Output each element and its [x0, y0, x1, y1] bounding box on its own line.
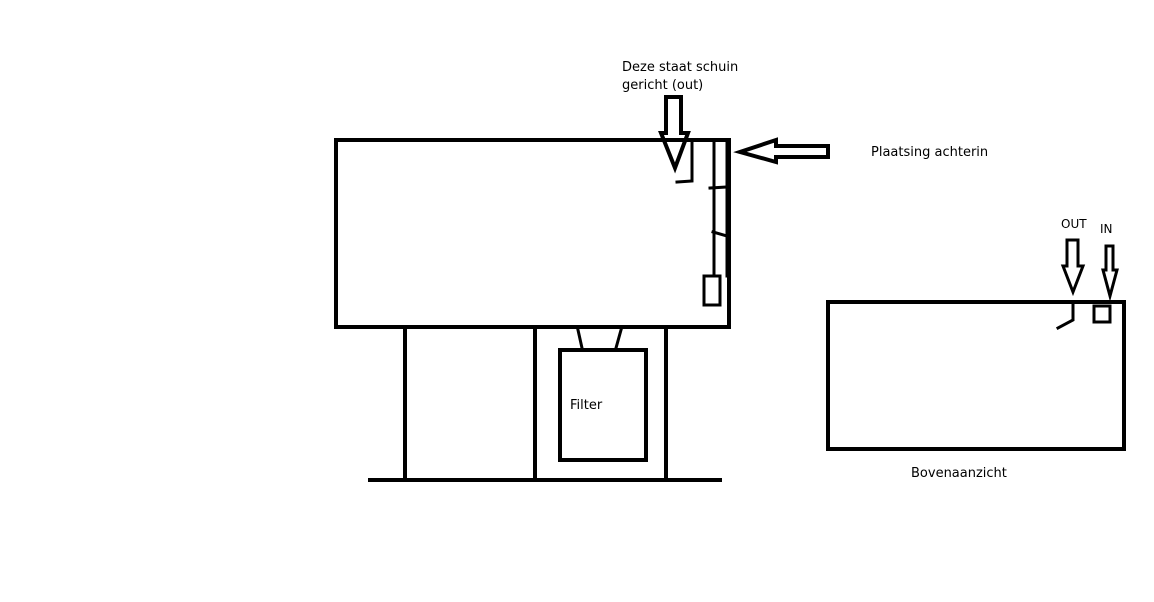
top-view-outlet-pipe — [1055, 303, 1075, 331]
top-view-inlet-square — [1092, 304, 1112, 324]
down-arrow-outlet-icon — [658, 95, 691, 174]
inlet-pipe-clip-1 — [708, 185, 729, 190]
left-arrow-placement-icon — [733, 137, 830, 165]
down-arrow-in-icon — [1101, 244, 1119, 302]
inlet-strainer — [702, 274, 722, 307]
outlet-angle-note-line-2: gericht (out) — [622, 78, 704, 93]
out-label: OUT — [1061, 217, 1087, 231]
outlet-pipe — [675, 140, 694, 184]
down-arrow-out-icon — [1060, 238, 1086, 297]
in-label: IN — [1100, 222, 1113, 236]
filter-hose-right — [614, 328, 623, 350]
aquarium-tank-side-view — [334, 138, 731, 329]
top-view-label: Bovenaanzicht — [911, 466, 1007, 481]
inlet-pipe-clip-2 — [711, 230, 729, 238]
outlet-angle-note: Deze staat schuin gericht (out) — [622, 59, 738, 95]
aquarium-tank-top-view — [826, 300, 1126, 451]
placement-label: Plaatsing achterin — [871, 145, 989, 160]
filter-hose-left — [576, 328, 584, 350]
filter-label: Filter — [570, 398, 603, 413]
filter-box — [558, 348, 648, 462]
outlet-angle-note-line-1: Deze staat schuin — [622, 60, 739, 75]
